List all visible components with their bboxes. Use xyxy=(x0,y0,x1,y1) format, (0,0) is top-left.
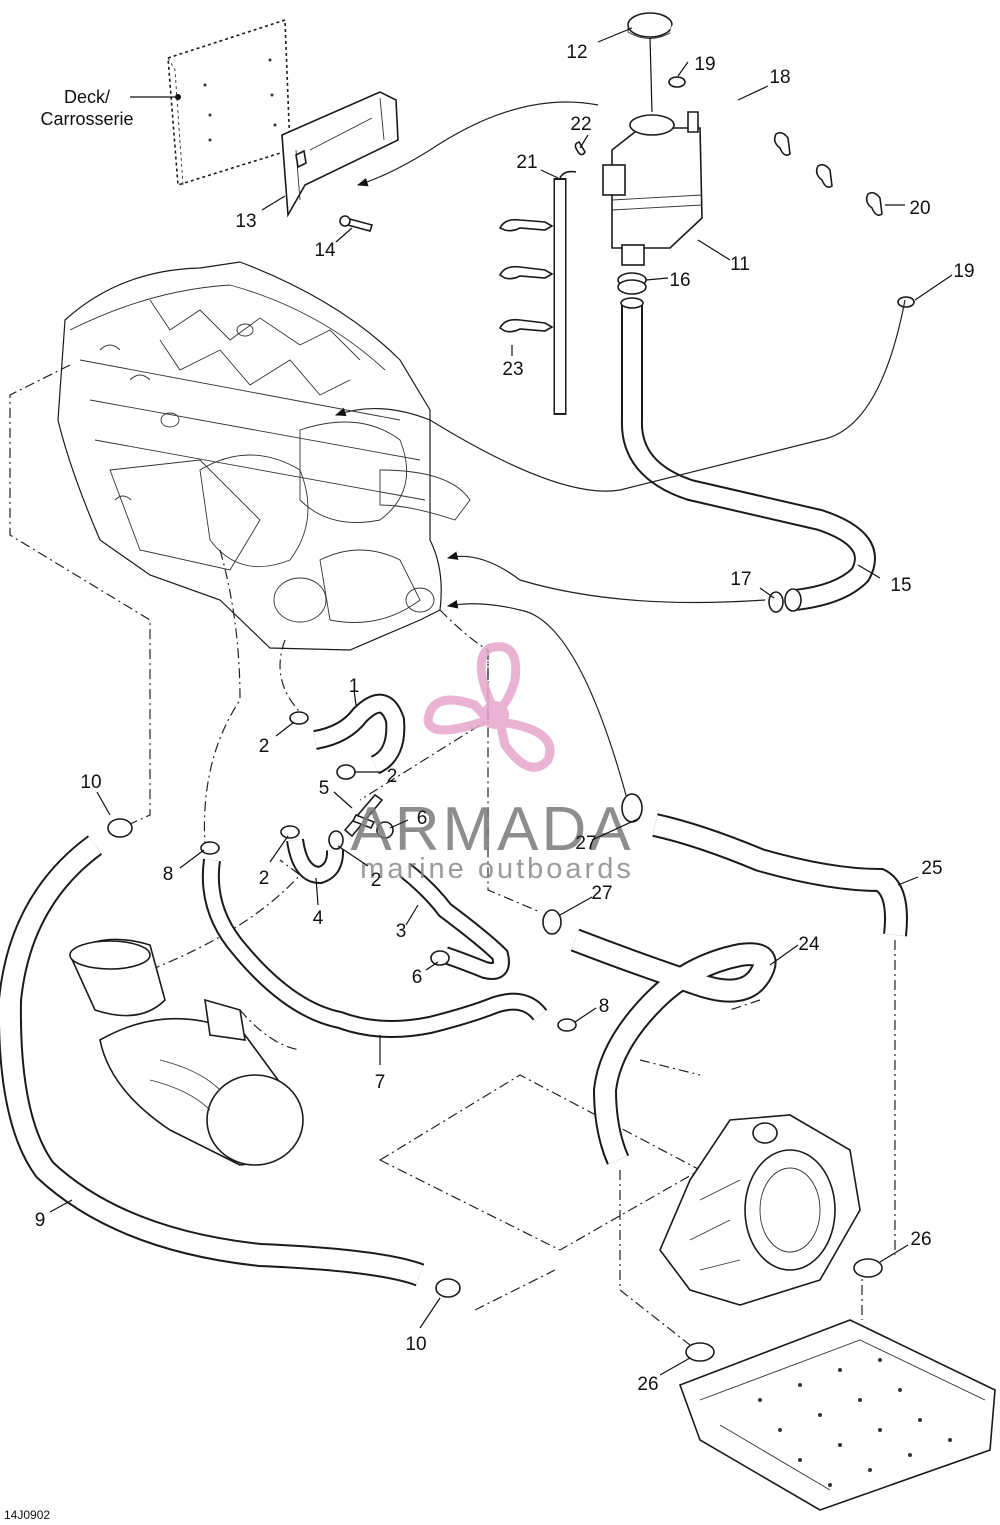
vent-hose xyxy=(553,170,577,415)
bracket-pin xyxy=(339,215,374,232)
coolant-expansion-tank xyxy=(602,111,703,266)
deck-panel xyxy=(167,18,291,187)
callout-22: 22 xyxy=(570,114,591,135)
hose-4 xyxy=(286,838,345,885)
callout-21: 21 xyxy=(516,152,537,173)
callout-1: 1 xyxy=(349,676,360,697)
callout-27a: 27 xyxy=(575,833,596,854)
hose-7 xyxy=(201,858,548,1038)
callout-15: 15 xyxy=(890,575,911,596)
exhaust-muffler xyxy=(69,938,304,1166)
tank-outlet-hose xyxy=(620,297,876,611)
watermark-brand: ARMADA xyxy=(350,795,633,864)
hose-24 xyxy=(570,928,777,1165)
jet-pump-housing xyxy=(659,1114,861,1306)
callout-19-top: 19 xyxy=(694,54,715,75)
engine-block xyxy=(57,261,471,651)
overflow-hose xyxy=(670,18,913,301)
hose-25 xyxy=(652,813,908,937)
callout-5: 5 xyxy=(319,778,330,799)
deck-label-line1: Deck/ xyxy=(64,87,110,107)
callout-3: 3 xyxy=(396,921,407,942)
callout-11: 11 xyxy=(730,254,750,275)
callout-10-top: 10 xyxy=(80,772,101,793)
hose-9 xyxy=(0,835,425,1287)
drawing-code: 14J0902 xyxy=(4,1508,50,1522)
clamp-19-bottom xyxy=(897,296,915,308)
callout-leaders xyxy=(49,27,953,1376)
ride-plate xyxy=(678,1319,996,1511)
clamp-19-top xyxy=(668,76,686,88)
callout-6a: 6 xyxy=(417,808,428,829)
callout-2a: 2 xyxy=(259,736,270,757)
callout-14: 14 xyxy=(314,240,336,261)
callout-6b: 6 xyxy=(412,967,423,988)
callout-8b: 8 xyxy=(599,996,610,1017)
clamps-small xyxy=(107,711,883,1362)
callout-4: 4 xyxy=(313,908,324,929)
watermark-tagline: marine outboards xyxy=(360,853,634,885)
callout-7: 7 xyxy=(375,1072,386,1093)
deck-label: Deck/ Carrosserie xyxy=(40,87,175,129)
callout-24: 24 xyxy=(798,934,820,955)
cable-ties xyxy=(498,218,554,333)
flow-arrows xyxy=(334,101,906,811)
callout-20: 20 xyxy=(909,198,930,219)
pressure-cap xyxy=(627,12,673,113)
callout-25: 25 xyxy=(921,858,942,879)
callout-18: 18 xyxy=(769,67,790,88)
tank-bracket xyxy=(281,91,399,218)
callout-12: 12 xyxy=(566,42,587,63)
callout-10-bottom: 10 xyxy=(405,1334,426,1355)
clamp-16 xyxy=(617,272,647,295)
callout-16: 16 xyxy=(669,270,690,291)
hose-1 xyxy=(313,693,406,775)
watermark-logo: ARMADA marine outboards xyxy=(350,642,634,885)
callout-8a: 8 xyxy=(163,864,174,885)
callout-2d: 2 xyxy=(371,870,382,891)
callout-17: 17 xyxy=(730,569,751,590)
clamp-22 xyxy=(574,141,586,156)
propeller-icon xyxy=(423,642,555,772)
callout-labels: 12 19 18 22 21 20 19 11 16 13 14 23 17 1… xyxy=(35,42,975,1395)
t-fitting xyxy=(343,793,384,838)
callout-26a: 26 xyxy=(910,1229,931,1250)
cable-ties-overflow xyxy=(773,131,883,216)
callout-27b: 27 xyxy=(591,883,612,904)
callout-9: 9 xyxy=(35,1210,46,1231)
callout-23: 23 xyxy=(502,359,523,380)
hose-3 xyxy=(399,862,510,980)
deck-label-line2: Carrosserie xyxy=(40,109,133,129)
clamp-17 xyxy=(768,588,802,613)
callout-2c: 2 xyxy=(259,868,270,889)
callout-13: 13 xyxy=(235,211,256,232)
callout-2b: 2 xyxy=(387,766,398,787)
callout-26b: 26 xyxy=(637,1374,658,1395)
callout-19-bottom: 19 xyxy=(953,261,974,282)
